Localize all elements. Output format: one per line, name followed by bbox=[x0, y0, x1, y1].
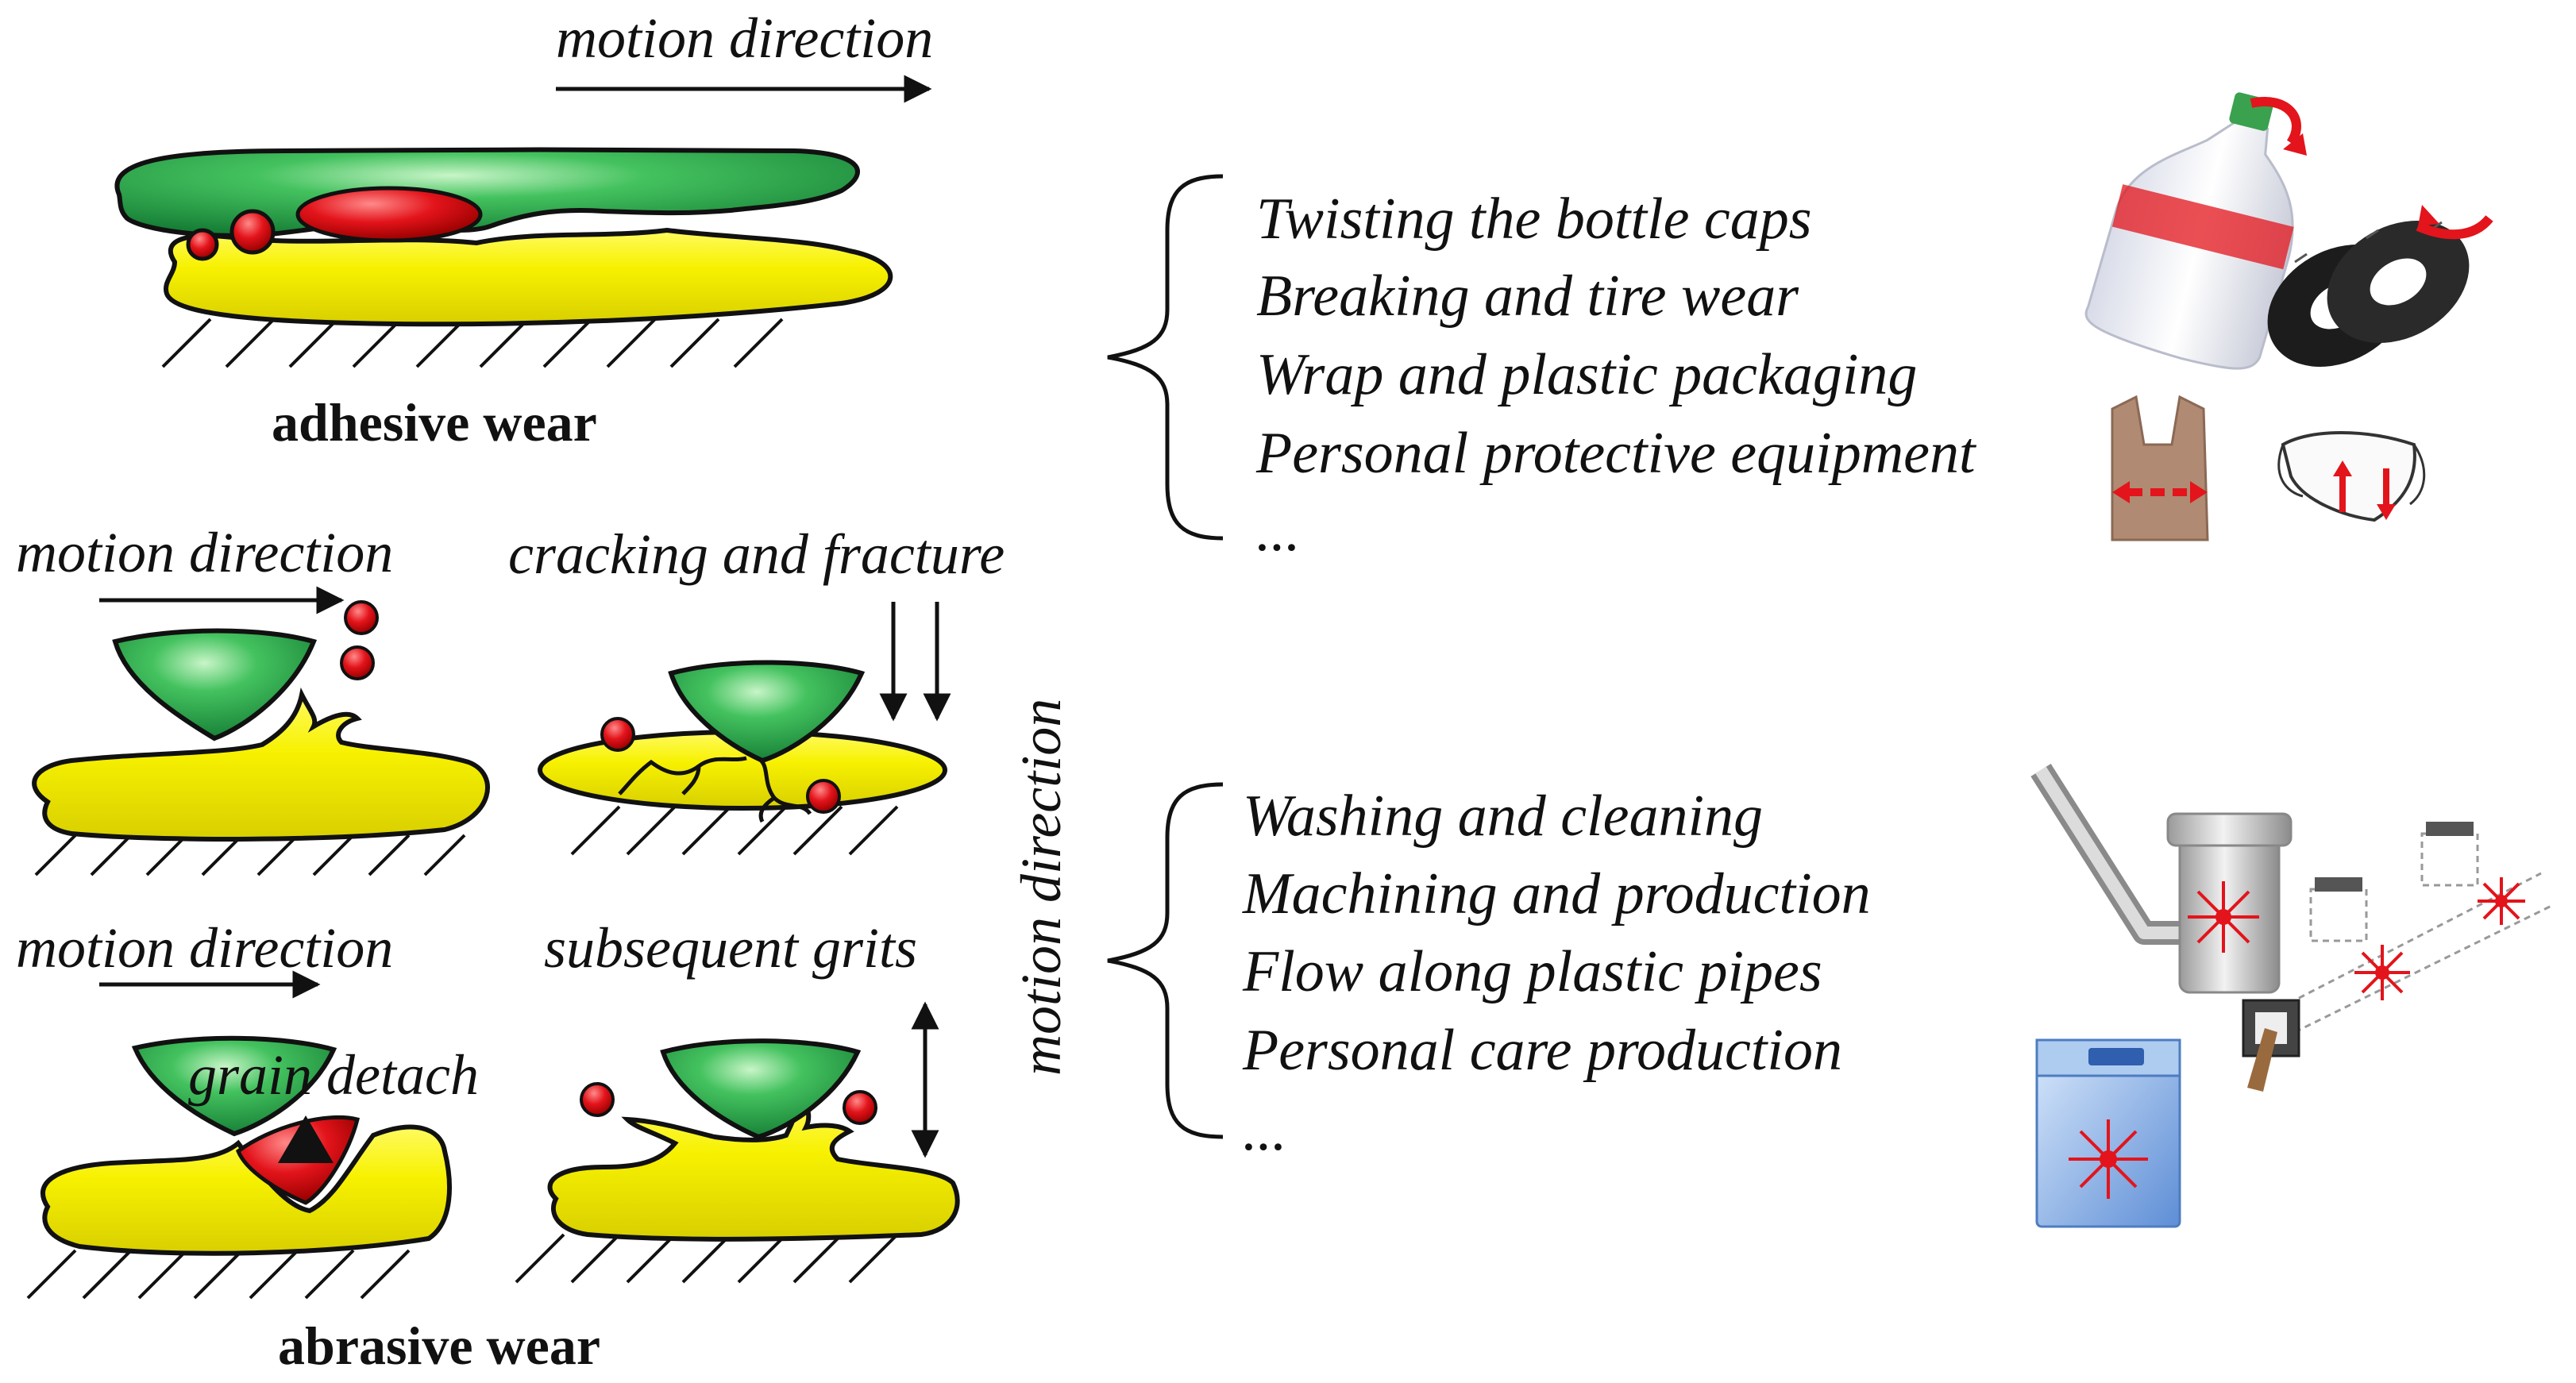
debris-particle bbox=[806, 779, 841, 814]
debris-particle bbox=[600, 717, 635, 752]
subsequent-grits-label: subsequent grits bbox=[544, 916, 917, 980]
vertical-motion-label: motion direction bbox=[1009, 699, 1073, 1076]
adhesive-debris-particle bbox=[229, 209, 276, 255]
crack-lines bbox=[618, 756, 812, 823]
grain-detach-marker bbox=[278, 1115, 334, 1163]
curly-brace-top bbox=[1107, 174, 1224, 541]
abrasive-caption: abrasive wear bbox=[278, 1316, 600, 1376]
adhesive-applications: Twisting the bottle caps Breaking and ti… bbox=[1107, 92, 2493, 564]
pipe-system-icon bbox=[2030, 763, 2554, 1092]
washing-machine-icon bbox=[2035, 1038, 2181, 1228]
tires-icon bbox=[2267, 205, 2493, 368]
debris-particle bbox=[843, 1090, 877, 1125]
face-mask-icon bbox=[2277, 431, 2426, 522]
adhesive-caption: adhesive wear bbox=[272, 392, 597, 453]
list-top-item: ... bbox=[1256, 499, 1301, 564]
list-top-item: Personal protective equipment bbox=[1255, 421, 1977, 486]
plastic-bottle-icon bbox=[2084, 92, 2307, 370]
abrasive-applications: Washing and cleaning Machining and produ… bbox=[1107, 763, 2554, 1228]
debris-particle bbox=[580, 1082, 615, 1117]
abrasive-grit bbox=[668, 660, 866, 764]
adhesive-lower-surface bbox=[164, 227, 893, 327]
plastic-bag-icon bbox=[2111, 395, 2209, 541]
list-top-item: Twisting the bottle caps bbox=[1256, 187, 1812, 252]
list-bottom-item: ... bbox=[1243, 1098, 1287, 1163]
abrasive-grit bbox=[112, 628, 318, 742]
list-bottom-item: Personal care production bbox=[1242, 1018, 1842, 1083]
list-bottom-item: Machining and production bbox=[1242, 861, 1871, 926]
list-top-item: Wrap and plastic packaging bbox=[1256, 342, 1917, 407]
grain-detach-label: grain detach bbox=[188, 1043, 479, 1107]
abrasive-ground-hatch bbox=[26, 805, 899, 1300]
adhesive-wear-panel: motion direction adhesive wear bbox=[114, 6, 933, 453]
abrasive-grit bbox=[660, 1038, 862, 1140]
list-bottom-item: Washing and cleaning bbox=[1243, 784, 1763, 849]
abrasive-motion-label-top: motion direction bbox=[16, 521, 393, 584]
adhesive-ground-hatch bbox=[161, 318, 784, 368]
abrasive-motion-label-bottom: motion direction bbox=[16, 916, 393, 980]
adhesive-transfer-film bbox=[295, 186, 483, 243]
subsequent-grits-surface bbox=[547, 1089, 960, 1242]
plowing-surface bbox=[32, 687, 490, 842]
adhesive-motion-label: motion direction bbox=[556, 6, 933, 70]
abrasive-grit bbox=[131, 1035, 337, 1137]
curly-brace-bottom bbox=[1107, 782, 1224, 1139]
grain-detach-surface bbox=[40, 1124, 452, 1256]
list-top-item: Breaking and tire wear bbox=[1256, 264, 1799, 329]
cracking-label: cracking and fracture bbox=[508, 522, 1005, 586]
debris-particle bbox=[344, 600, 379, 635]
list-bottom-item: Flow along plastic pipes bbox=[1242, 939, 1822, 1004]
abrasive-wear-panel: motion direction cracking and fracture m… bbox=[16, 521, 1073, 1376]
adhesive-debris-particle bbox=[186, 228, 219, 261]
adhesive-upper-surface bbox=[114, 147, 860, 238]
debris-particle bbox=[340, 645, 375, 680]
